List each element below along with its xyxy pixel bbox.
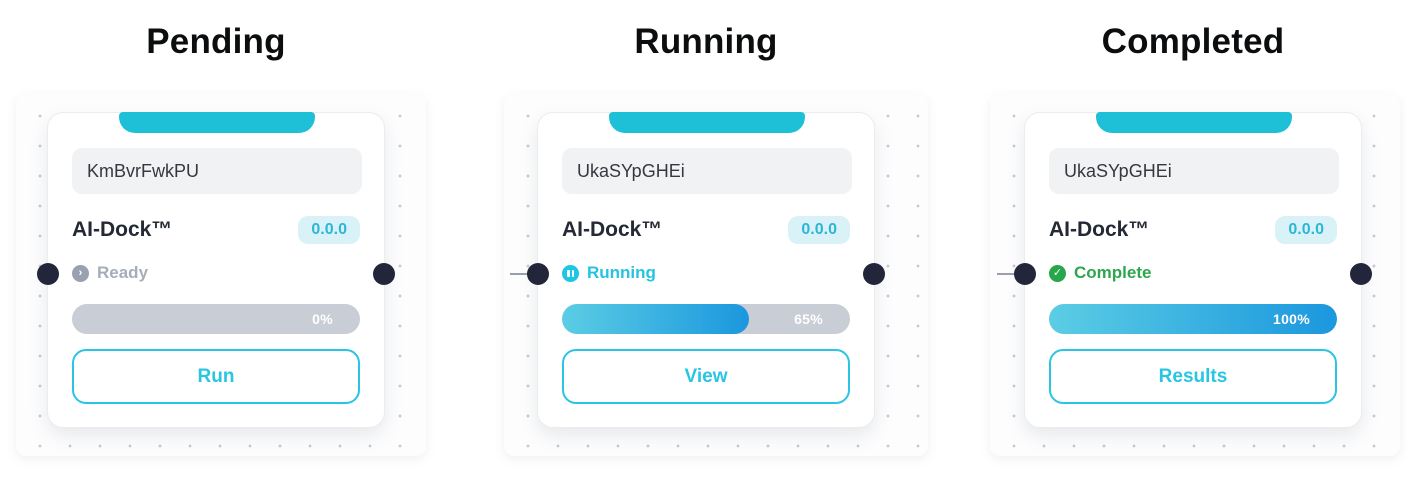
pause-circle-icon: [562, 264, 579, 282]
status-row: ✓ Complete: [1049, 262, 1151, 284]
version-badge: 0.0.0: [298, 216, 360, 244]
progress-label: 65%: [794, 311, 823, 327]
progress-bar: 65%: [562, 304, 850, 334]
input-handle[interactable]: [1014, 263, 1036, 285]
results-button[interactable]: Results: [1049, 349, 1337, 404]
input-handle[interactable]: [37, 263, 59, 285]
output-handle[interactable]: [863, 263, 885, 285]
status-row: Running: [562, 262, 656, 284]
node-name-input[interactable]: [1049, 148, 1339, 194]
progress-bar: 0%: [72, 304, 360, 334]
node-header-tab: [119, 112, 315, 133]
node-name-input[interactable]: [72, 148, 362, 194]
output-handle[interactable]: [373, 263, 395, 285]
run-button[interactable]: Run: [72, 349, 360, 404]
node-card-running[interactable]: AI-Dock™ 0.0.0 Running 65% View: [510, 112, 885, 428]
tool-title-row: AI-Dock™ 0.0.0: [562, 212, 850, 248]
tool-name: AI-Dock™: [1049, 218, 1150, 241]
tool-title-row: AI-Dock™ 0.0.0: [72, 212, 360, 248]
version-badge: 0.0.0: [1275, 216, 1337, 244]
progress-label: 0%: [312, 311, 333, 327]
edge-stub: [997, 273, 1015, 275]
progress-fill: [1049, 304, 1337, 334]
chevron-right-circle-icon: ›: [72, 264, 89, 282]
check-circle-icon: ✓: [1049, 264, 1066, 282]
tool-name: AI-Dock™: [72, 218, 173, 241]
input-handle[interactable]: [527, 263, 549, 285]
node-name-input[interactable]: [562, 148, 852, 194]
status-label: Ready: [97, 263, 149, 282]
state-title-completed: Completed: [1101, 22, 1285, 61]
state-title-pending: Pending: [146, 22, 286, 61]
progress-fill: [562, 304, 750, 334]
state-title-running: Running: [634, 22, 778, 61]
tool-title-row: AI-Dock™ 0.0.0: [1049, 212, 1337, 248]
output-handle[interactable]: [1350, 263, 1372, 285]
status-row: › Ready: [72, 262, 148, 284]
progress-label: 100%: [1272, 311, 1310, 327]
node-header-tab: [609, 112, 805, 133]
status-label: Running: [587, 263, 656, 282]
node-header-tab: [1096, 112, 1292, 133]
version-badge: 0.0.0: [788, 216, 850, 244]
view-button[interactable]: View: [562, 349, 850, 404]
node-card-pending[interactable]: AI-Dock™ 0.0.0 › Ready 0% Run: [37, 112, 395, 428]
node-card-completed[interactable]: AI-Dock™ 0.0.0 ✓ Complete 100% Results: [997, 112, 1372, 428]
edge-stub: [510, 273, 528, 275]
tool-name: AI-Dock™: [562, 218, 663, 241]
progress-bar: 100%: [1049, 304, 1337, 334]
status-label: Complete: [1074, 263, 1152, 282]
